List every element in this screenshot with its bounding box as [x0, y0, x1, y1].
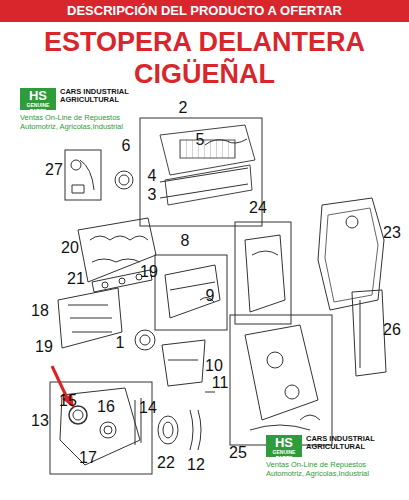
- group-frame: [235, 222, 291, 324]
- callout-number: 11: [207, 374, 233, 392]
- callout-number: 8: [172, 232, 198, 250]
- callout-number: 14: [135, 399, 161, 417]
- title-banner: DESCRIPCIÓN DEL PRODUCTO A OFERTAR: [0, 0, 409, 22]
- timing-cover: [318, 198, 384, 310]
- callout-number: 5: [187, 131, 213, 149]
- callout-number: 10: [201, 357, 227, 375]
- callout-number: 27: [41, 161, 67, 179]
- callout-number: 4: [139, 167, 165, 185]
- group-frame: [155, 255, 227, 330]
- heading: ESTOPERA DELANTERA CIGÜEÑAL: [40, 26, 369, 90]
- callout-number: 2: [170, 99, 196, 117]
- group-frame: [65, 150, 101, 200]
- valve-cover: [160, 125, 255, 205]
- callout-number: 25: [225, 444, 251, 462]
- brand-slogan: Ventas On-Line de Repuestos Automotriz, …: [266, 460, 404, 478]
- callout-number: 1: [107, 334, 133, 352]
- group-frame: [230, 315, 332, 445]
- callout-number: 26: [379, 321, 405, 339]
- callout-number: 3: [139, 186, 165, 204]
- logo-subtitle: GENUINE PARTS: [266, 449, 302, 461]
- callout-number: 22: [153, 454, 179, 472]
- timing-case: [245, 325, 318, 420]
- group-frame: [50, 382, 152, 474]
- callout-number: 17: [75, 449, 101, 467]
- callout-number: 19: [136, 263, 162, 281]
- callout-number: 21: [63, 270, 89, 288]
- callout-number: 15: [55, 392, 81, 410]
- callout-number: 19: [31, 338, 57, 356]
- logo-mark: HS: [20, 89, 56, 103]
- brand-name: CARS INDUSTRIAL AGRICULTURAL: [60, 88, 150, 104]
- callout-number: 12: [183, 456, 209, 474]
- brand-name: CARS INDUSTRIAL AGRICULTURAL: [306, 435, 396, 451]
- callout-number: 23: [379, 224, 405, 242]
- callout-number: 9: [197, 287, 223, 305]
- logo-mark: HS: [266, 436, 302, 450]
- callout-number: 6: [113, 137, 139, 155]
- callout-number: 24: [245, 199, 271, 217]
- brand-slogan: Ventas On-Line de Repuestos Automotriz, …: [20, 113, 158, 131]
- group-frame: [140, 118, 262, 226]
- callout-number: 13: [27, 412, 53, 430]
- callout-number: 20: [57, 239, 83, 257]
- callout-number: 18: [27, 302, 53, 320]
- logo-subtitle: GENUINE PARTS: [20, 102, 56, 114]
- callout-number: 16: [93, 398, 119, 416]
